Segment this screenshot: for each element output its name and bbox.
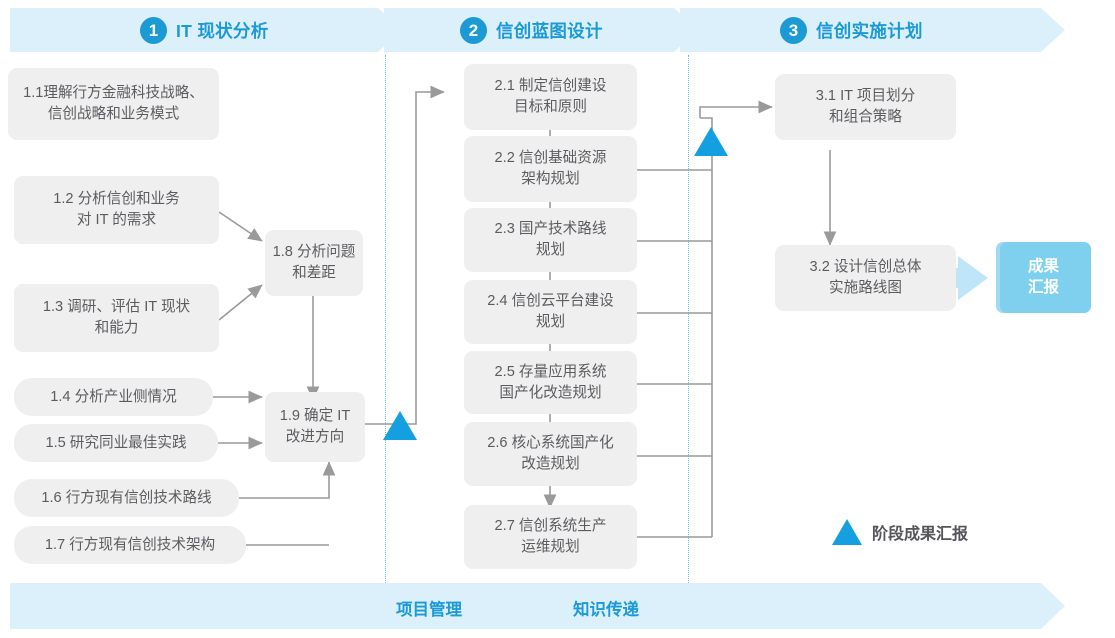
- bottom-label-knowledge-transfer: 知识传递: [573, 601, 639, 619]
- task-box-1-4[interactable]: 1.4 分析产业侧情况: [14, 378, 213, 416]
- swimlane-divider-2: [688, 55, 689, 585]
- deliverable-badge[interactable]: 成果汇报: [996, 242, 1091, 313]
- phase-title-1: IT 现状分析: [176, 20, 269, 41]
- phase-title-2: 信创蓝图设计: [496, 20, 603, 41]
- task-text-2-4: 2.4 信创云平台建设规划: [487, 293, 614, 330]
- phase-number-3: 3: [780, 16, 807, 44]
- task-text-1-5: 1.5 研究同业最佳实践: [45, 434, 187, 451]
- phase-label-1: 1 IT 现状分析: [140, 13, 269, 47]
- swimlane-divider-1: [385, 55, 386, 585]
- bottom-label-project-management: 项目管理: [396, 601, 462, 619]
- task-text-1-7: 1.7 行方现有信创技术架构: [44, 536, 216, 553]
- task-text-1-3: 1.3 调研、评估 IT 现状和能力: [42, 299, 191, 336]
- task-box-1-8[interactable]: 1.8 分析问题和差距: [265, 230, 363, 296]
- task-box-1-6[interactable]: 1.6 行方现有信创技术路线: [14, 479, 239, 517]
- task-text-1-4: 1.4 分析产业侧情况: [50, 388, 177, 405]
- task-text-2-6: 2.6 核心系统国产化改造规划: [487, 435, 614, 472]
- milestone-triangle-phase2: [694, 127, 728, 156]
- milestone-triangle-icon: [832, 519, 862, 545]
- task-box-1-2[interactable]: 1.2 分析信创和业务对 IT 的需求: [14, 176, 219, 244]
- phase-number-2: 2: [460, 16, 487, 44]
- task-box-1-1[interactable]: 1.1理解行方金融科技战略、信创战略和业务模式: [8, 68, 219, 140]
- phase-label-2: 2 信创蓝图设计: [460, 13, 603, 47]
- task-box-1-5[interactable]: 1.5 研究同业最佳实践: [14, 424, 218, 462]
- task-text-1-6: 1.6 行方现有信创技术路线: [41, 489, 212, 506]
- task-box-3-2[interactable]: 3.2 设计信创总体实施路线图: [775, 245, 956, 311]
- task-box-3-1[interactable]: 3.1 IT 项目划分和组合策略: [775, 74, 956, 140]
- task-text-1-1: 1.1理解行方金融科技战略、信创战略和业务模式: [23, 85, 204, 122]
- task-text-2-1: 2.1 制定信创建设目标和原则: [494, 78, 607, 115]
- task-text-1-2: 1.2 分析信创和业务对 IT 的需求: [53, 191, 180, 228]
- task-box-2-4[interactable]: 2.4 信创云平台建设规划: [464, 280, 637, 344]
- legend-label: 阶段成果汇报: [872, 526, 969, 543]
- task-box-2-3[interactable]: 2.3 国产技术路线规划: [464, 208, 637, 272]
- task-text-2-2: 2.2 信创基础资源架构规划: [494, 150, 607, 187]
- task-text-1-8: 1.8 分析问题和差距: [272, 244, 356, 281]
- task-box-2-7[interactable]: 2.7 信创系统生产运维规划: [464, 505, 637, 569]
- milestone-triangle-phase1: [383, 411, 417, 440]
- phase-banner: [10, 8, 1065, 52]
- task-box-2-5[interactable]: 2.5 存量应用系统国产化改造规划: [464, 351, 637, 414]
- task-text-2-3: 2.3 国产技术路线规划: [494, 221, 607, 258]
- task-text-3-2: 3.2 设计信创总体实施路线图: [809, 259, 922, 296]
- task-box-2-2[interactable]: 2.2 信创基础资源架构规划: [464, 136, 637, 202]
- task-text-2-5: 2.5 存量应用系统国产化改造规划: [494, 363, 607, 401]
- phase-label-3: 3 信创实施计划: [780, 13, 923, 47]
- task-box-1-7[interactable]: 1.7 行方现有信创技术架构: [14, 526, 246, 564]
- phase-title-3: 信创实施计划: [816, 20, 923, 41]
- phase-number-1: 1: [140, 16, 167, 44]
- legend: 阶段成果汇报: [832, 519, 968, 545]
- task-box-2-6[interactable]: 2.6 核心系统国产化改造规划: [464, 422, 637, 486]
- task-box-1-3[interactable]: 1.3 调研、评估 IT 现状和能力: [14, 284, 219, 352]
- bottom-banner: [10, 583, 1065, 629]
- deliverable-text: 成果汇报: [1027, 258, 1059, 296]
- task-text-2-7: 2.7 信创系统生产运维规划: [494, 518, 607, 555]
- task-text-3-1: 3.1 IT 项目划分和组合策略: [815, 88, 916, 125]
- task-box-2-1[interactable]: 2.1 制定信创建设目标和原则: [464, 64, 637, 130]
